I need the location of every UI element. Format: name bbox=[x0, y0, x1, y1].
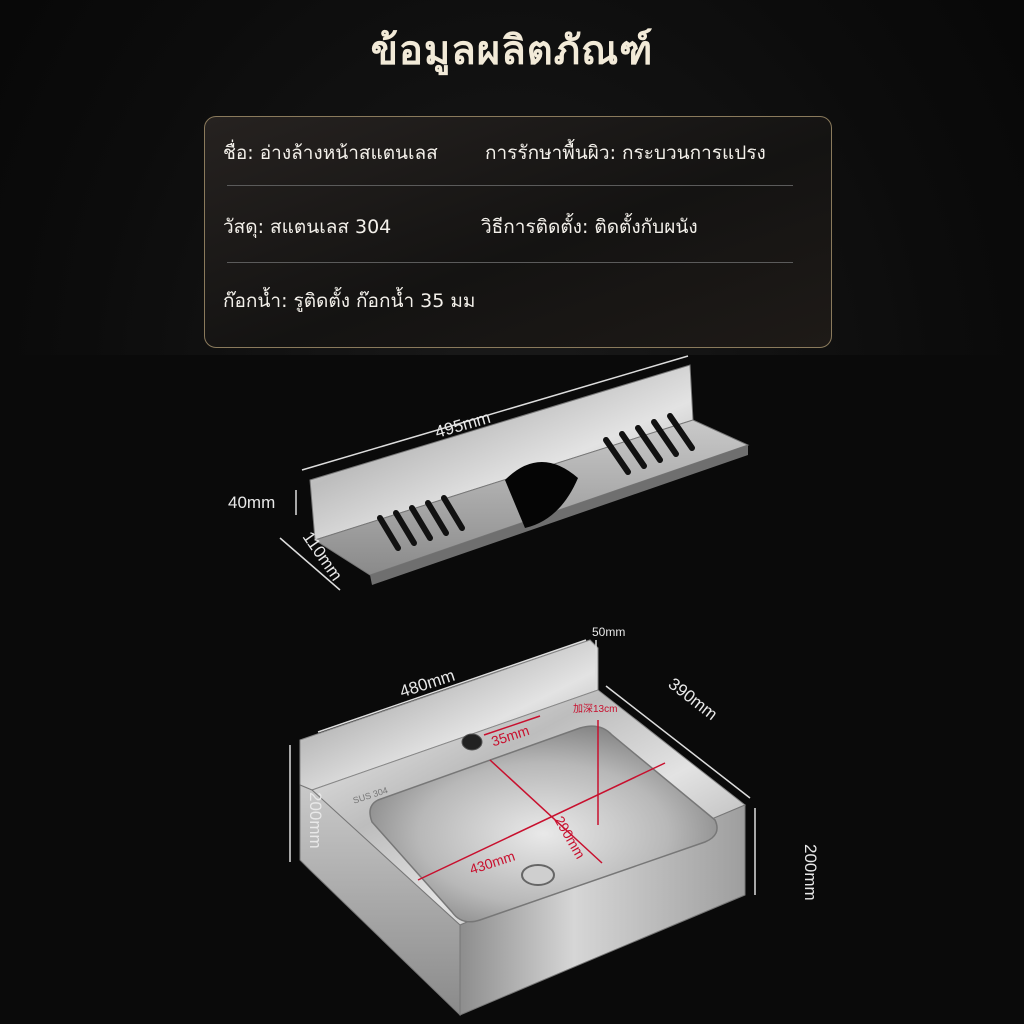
sink-bowl bbox=[369, 725, 718, 923]
wall-sink: SUS 304 bbox=[299, 639, 746, 1017]
sink-dimension-lines bbox=[289, 639, 756, 895]
bowl-dimension-lines bbox=[417, 715, 666, 881]
sink-height-right-label: 200mm bbox=[801, 844, 820, 901]
wall-shelf bbox=[309, 364, 750, 585]
faucet-info: ก๊อกน้ำ: รูติดตั้ง ก๊อกน้ำ 35 มม bbox=[223, 290, 476, 312]
divider bbox=[227, 262, 793, 263]
shelf-dimension-lines bbox=[279, 355, 689, 591]
material: วัสดุ: สแตนเลส 304 bbox=[223, 216, 392, 238]
deepen-label: 加深13cm bbox=[573, 703, 617, 715]
info-row-1: ชื่อ: อ่างล้างหน้าสแตนเลส การรักษาพื้นผิ… bbox=[223, 131, 813, 175]
page-title: ข้อมูลผลิตภัณฑ์ bbox=[370, 28, 654, 74]
shelf-slots-right bbox=[603, 413, 695, 475]
surface-finish: การรักษาพื้นผิว: กระบวนการแปรง bbox=[485, 142, 766, 164]
divider bbox=[227, 185, 793, 186]
shelf-slots-left bbox=[377, 495, 465, 551]
info-row-2: วัสดุ: สแตนเลส 304 วิธีการติดตั้ง: ติดตั… bbox=[223, 205, 813, 249]
shelf-height-label: 40mm bbox=[228, 493, 275, 512]
info-row-3: ก๊อกน้ำ: รูติดตั้ง ก๊อกน้ำ 35 มม bbox=[223, 279, 813, 323]
product-info-panel: ชื่อ: อ่างล้างหน้าสแตนเลส การรักษาพื้นผิ… bbox=[204, 116, 832, 348]
drain-icon bbox=[521, 864, 555, 886]
product-name: ชื่อ: อ่างล้างหน้าสแตนเลส bbox=[223, 142, 438, 164]
splash-height-label: 50mm bbox=[592, 625, 625, 639]
faucet-cutout bbox=[505, 461, 578, 528]
install-method: วิธีการติดตั้ง: ติดตั้งกับผนัง bbox=[481, 216, 698, 238]
faucet-hole bbox=[461, 733, 483, 751]
sink-height-left-label: 200mm bbox=[306, 792, 325, 849]
